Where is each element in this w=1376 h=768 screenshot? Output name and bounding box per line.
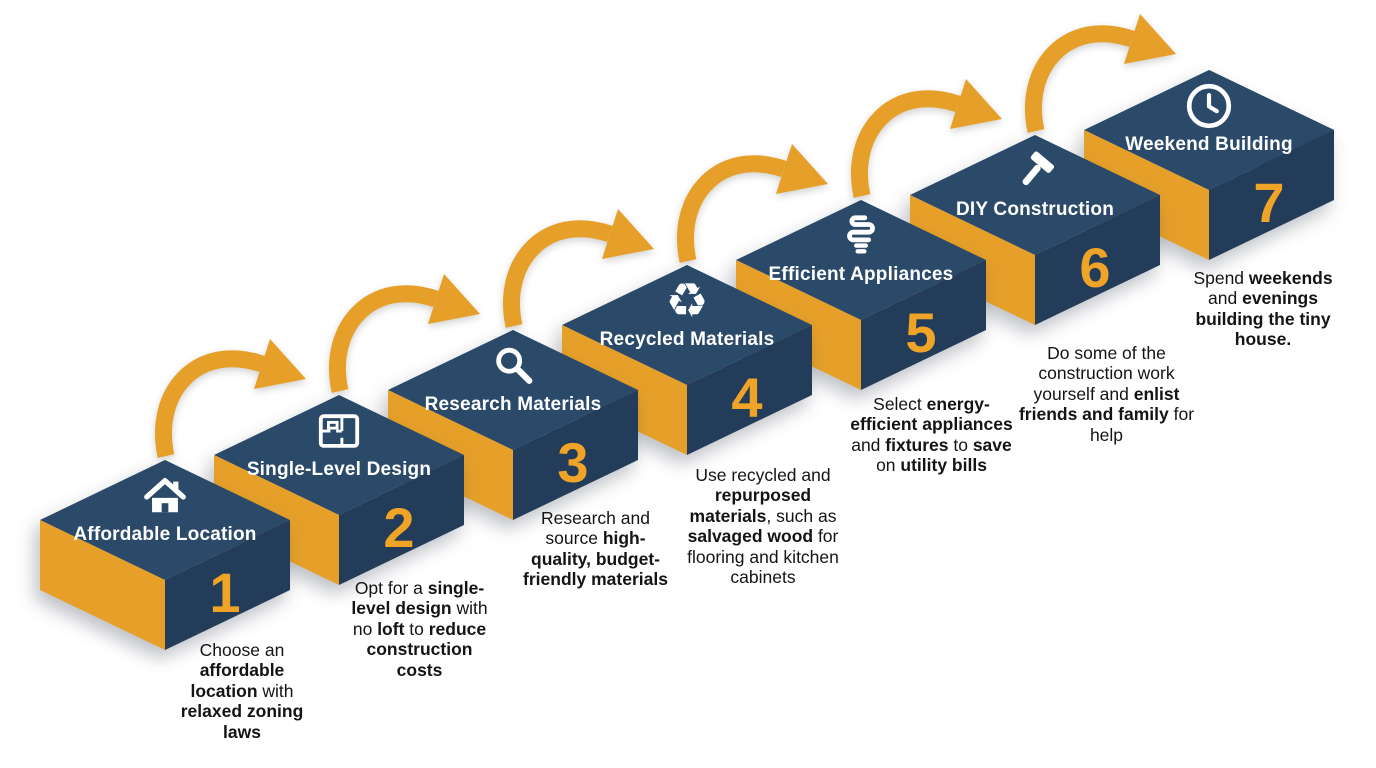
step-number: 6 xyxy=(1079,236,1111,299)
step-number: 2 xyxy=(383,496,415,559)
hammer-icon xyxy=(985,145,1085,197)
step-description: Research and source high-quality, budget… xyxy=(523,508,668,590)
step-description: Do some of the construction work yoursel… xyxy=(1018,343,1195,445)
step-number: 7 xyxy=(1253,171,1285,234)
step-title: Recycled Materials xyxy=(599,329,775,350)
step-title: Single-Level Design xyxy=(246,459,432,480)
step-description: Choose an affordable location with relax… xyxy=(180,640,304,742)
step-7: Weekend Building 7 xyxy=(1084,70,1334,265)
step-title: Affordable Location xyxy=(73,524,257,545)
cfl-bulb-icon xyxy=(811,210,911,262)
house-icon xyxy=(115,470,215,522)
step-number: 4 xyxy=(731,366,763,429)
step-number: 1 xyxy=(209,561,241,624)
step-description: Use recycled and repurposed materials, s… xyxy=(687,465,839,588)
blueprint-icon xyxy=(289,405,389,457)
step-title: Weekend Building xyxy=(1125,134,1293,155)
curved-arrow-icon xyxy=(846,70,1011,205)
curved-arrow-icon xyxy=(150,330,315,465)
step-description: Opt for a single-level design with no lo… xyxy=(351,578,488,680)
recycle-icon: ♻ xyxy=(637,275,737,327)
curved-arrow-icon xyxy=(498,200,663,335)
step-description: Select energy-efficient appliances and f… xyxy=(850,394,1013,476)
step-6: DIY Construction 6 xyxy=(910,135,1160,330)
step-title: Research Materials xyxy=(424,394,602,415)
step-title: Efficient Appliances xyxy=(768,264,954,285)
magnifier-icon xyxy=(463,340,563,392)
clock-icon xyxy=(1159,80,1259,132)
step-description: Spend weekends and evenings building the… xyxy=(1193,268,1333,350)
step-number: 5 xyxy=(905,301,937,364)
curved-arrow-icon xyxy=(324,265,489,400)
step-1: Affordable Location 1 xyxy=(40,460,290,655)
curved-arrow-icon xyxy=(1020,5,1185,140)
curved-arrow-icon xyxy=(672,135,837,270)
step-title: DIY Construction xyxy=(955,199,1115,220)
recycle-glyph: ♻ xyxy=(665,273,709,329)
step-number: 3 xyxy=(557,431,589,494)
